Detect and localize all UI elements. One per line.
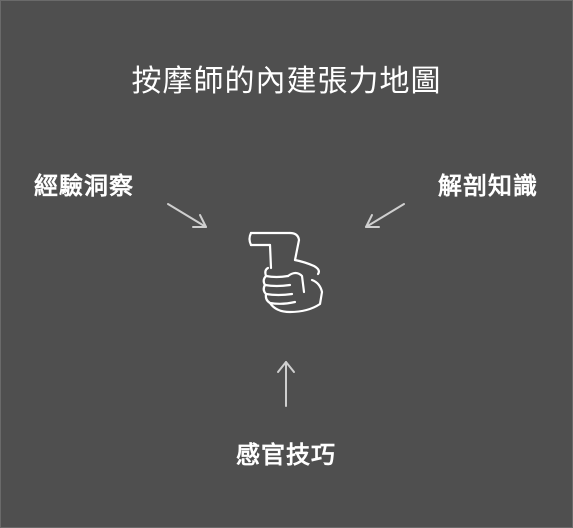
- arrow-bottom-icon: [277, 361, 295, 407]
- input-label-anatomy: 解剖知識: [438, 172, 538, 200]
- arrow-right-icon: [365, 203, 405, 228]
- hand-gripping-tool-icon: [248, 231, 324, 314]
- input-label-sensory: 感官技巧: [236, 441, 336, 469]
- diagram-title: 按摩師的內建張力地圖: [131, 64, 442, 99]
- input-label-experience: 經驗洞察: [34, 172, 134, 200]
- arrow-left-icon: [167, 203, 207, 228]
